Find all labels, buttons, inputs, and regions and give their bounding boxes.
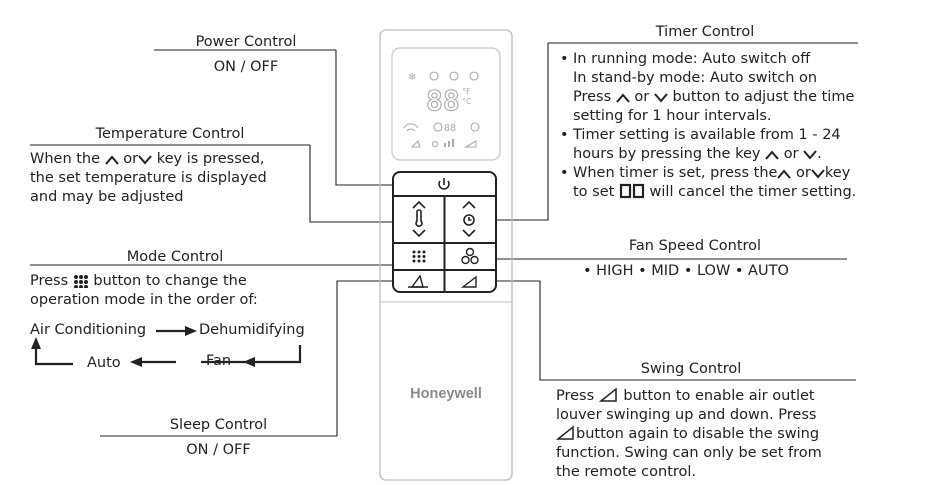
down-arrow-icon: [811, 169, 825, 179]
up-arrow-icon: [777, 169, 792, 179]
mode-auto: Auto: [87, 355, 121, 371]
timer-control-text: In running mode: Auto switch off In stan…: [560, 50, 856, 202]
fan-speed-control-title: Fan Speed Control: [628, 238, 762, 254]
thermometer-icon: [412, 200, 426, 238]
svg-text:°C: °C: [462, 97, 472, 106]
fan-icon: [461, 247, 479, 265]
blank-digits-icon: [619, 183, 645, 199]
down-arrow-icon: [803, 150, 817, 160]
mode-control-title: Mode Control: [126, 249, 224, 265]
mode-dehumidifying: Dehumidifying: [199, 322, 305, 338]
timer-control-title: Timer Control: [655, 24, 755, 40]
swing-icon: [556, 425, 574, 440]
sleep-control-title: Sleep Control: [169, 417, 268, 433]
up-arrow-icon: [104, 155, 119, 165]
svg-text:❄: ❄: [408, 72, 416, 83]
swing-control-title: Swing Control: [640, 361, 742, 377]
brand-logo: Honeywell: [410, 386, 482, 402]
temperature-control-text: When the or key is pressed, the set temp…: [30, 151, 267, 205]
power-control-value: ON / OFF: [213, 59, 279, 75]
grid-dots-icon: [73, 275, 88, 288]
up-arrow-icon: [616, 93, 630, 103]
grid-dots-icon: [412, 250, 426, 263]
mode-fan: Fan: [206, 353, 232, 369]
clock-icon: [462, 200, 476, 238]
sleep-icon: [408, 274, 428, 288]
mode-control-text: Press button to change the operation mod…: [30, 273, 258, 308]
down-arrow-icon: [654, 93, 668, 103]
power-control-title: Power Control: [195, 34, 297, 50]
power-icon: [438, 178, 450, 190]
temperature-control-title: Temperature Control: [95, 126, 245, 142]
sleep-control-value: ON / OFF: [186, 442, 251, 458]
swing-icon: [598, 387, 617, 402]
swing-icon: [460, 275, 477, 288]
lcd-timer-digits: 88: [444, 123, 456, 134]
down-arrow-icon: [138, 155, 152, 165]
mode-air-conditioning: Air Conditioning: [30, 322, 147, 338]
fan-speed-control-value: • HIGH • MID • LOW • AUTO: [583, 263, 789, 279]
lcd-digits: 88: [426, 84, 460, 117]
lcd-display: [391, 47, 501, 161]
svg-text:°F: °F: [462, 87, 471, 96]
up-arrow-icon: [765, 150, 779, 160]
swing-control-text: Press button to enable air outlet louver…: [556, 387, 822, 480]
